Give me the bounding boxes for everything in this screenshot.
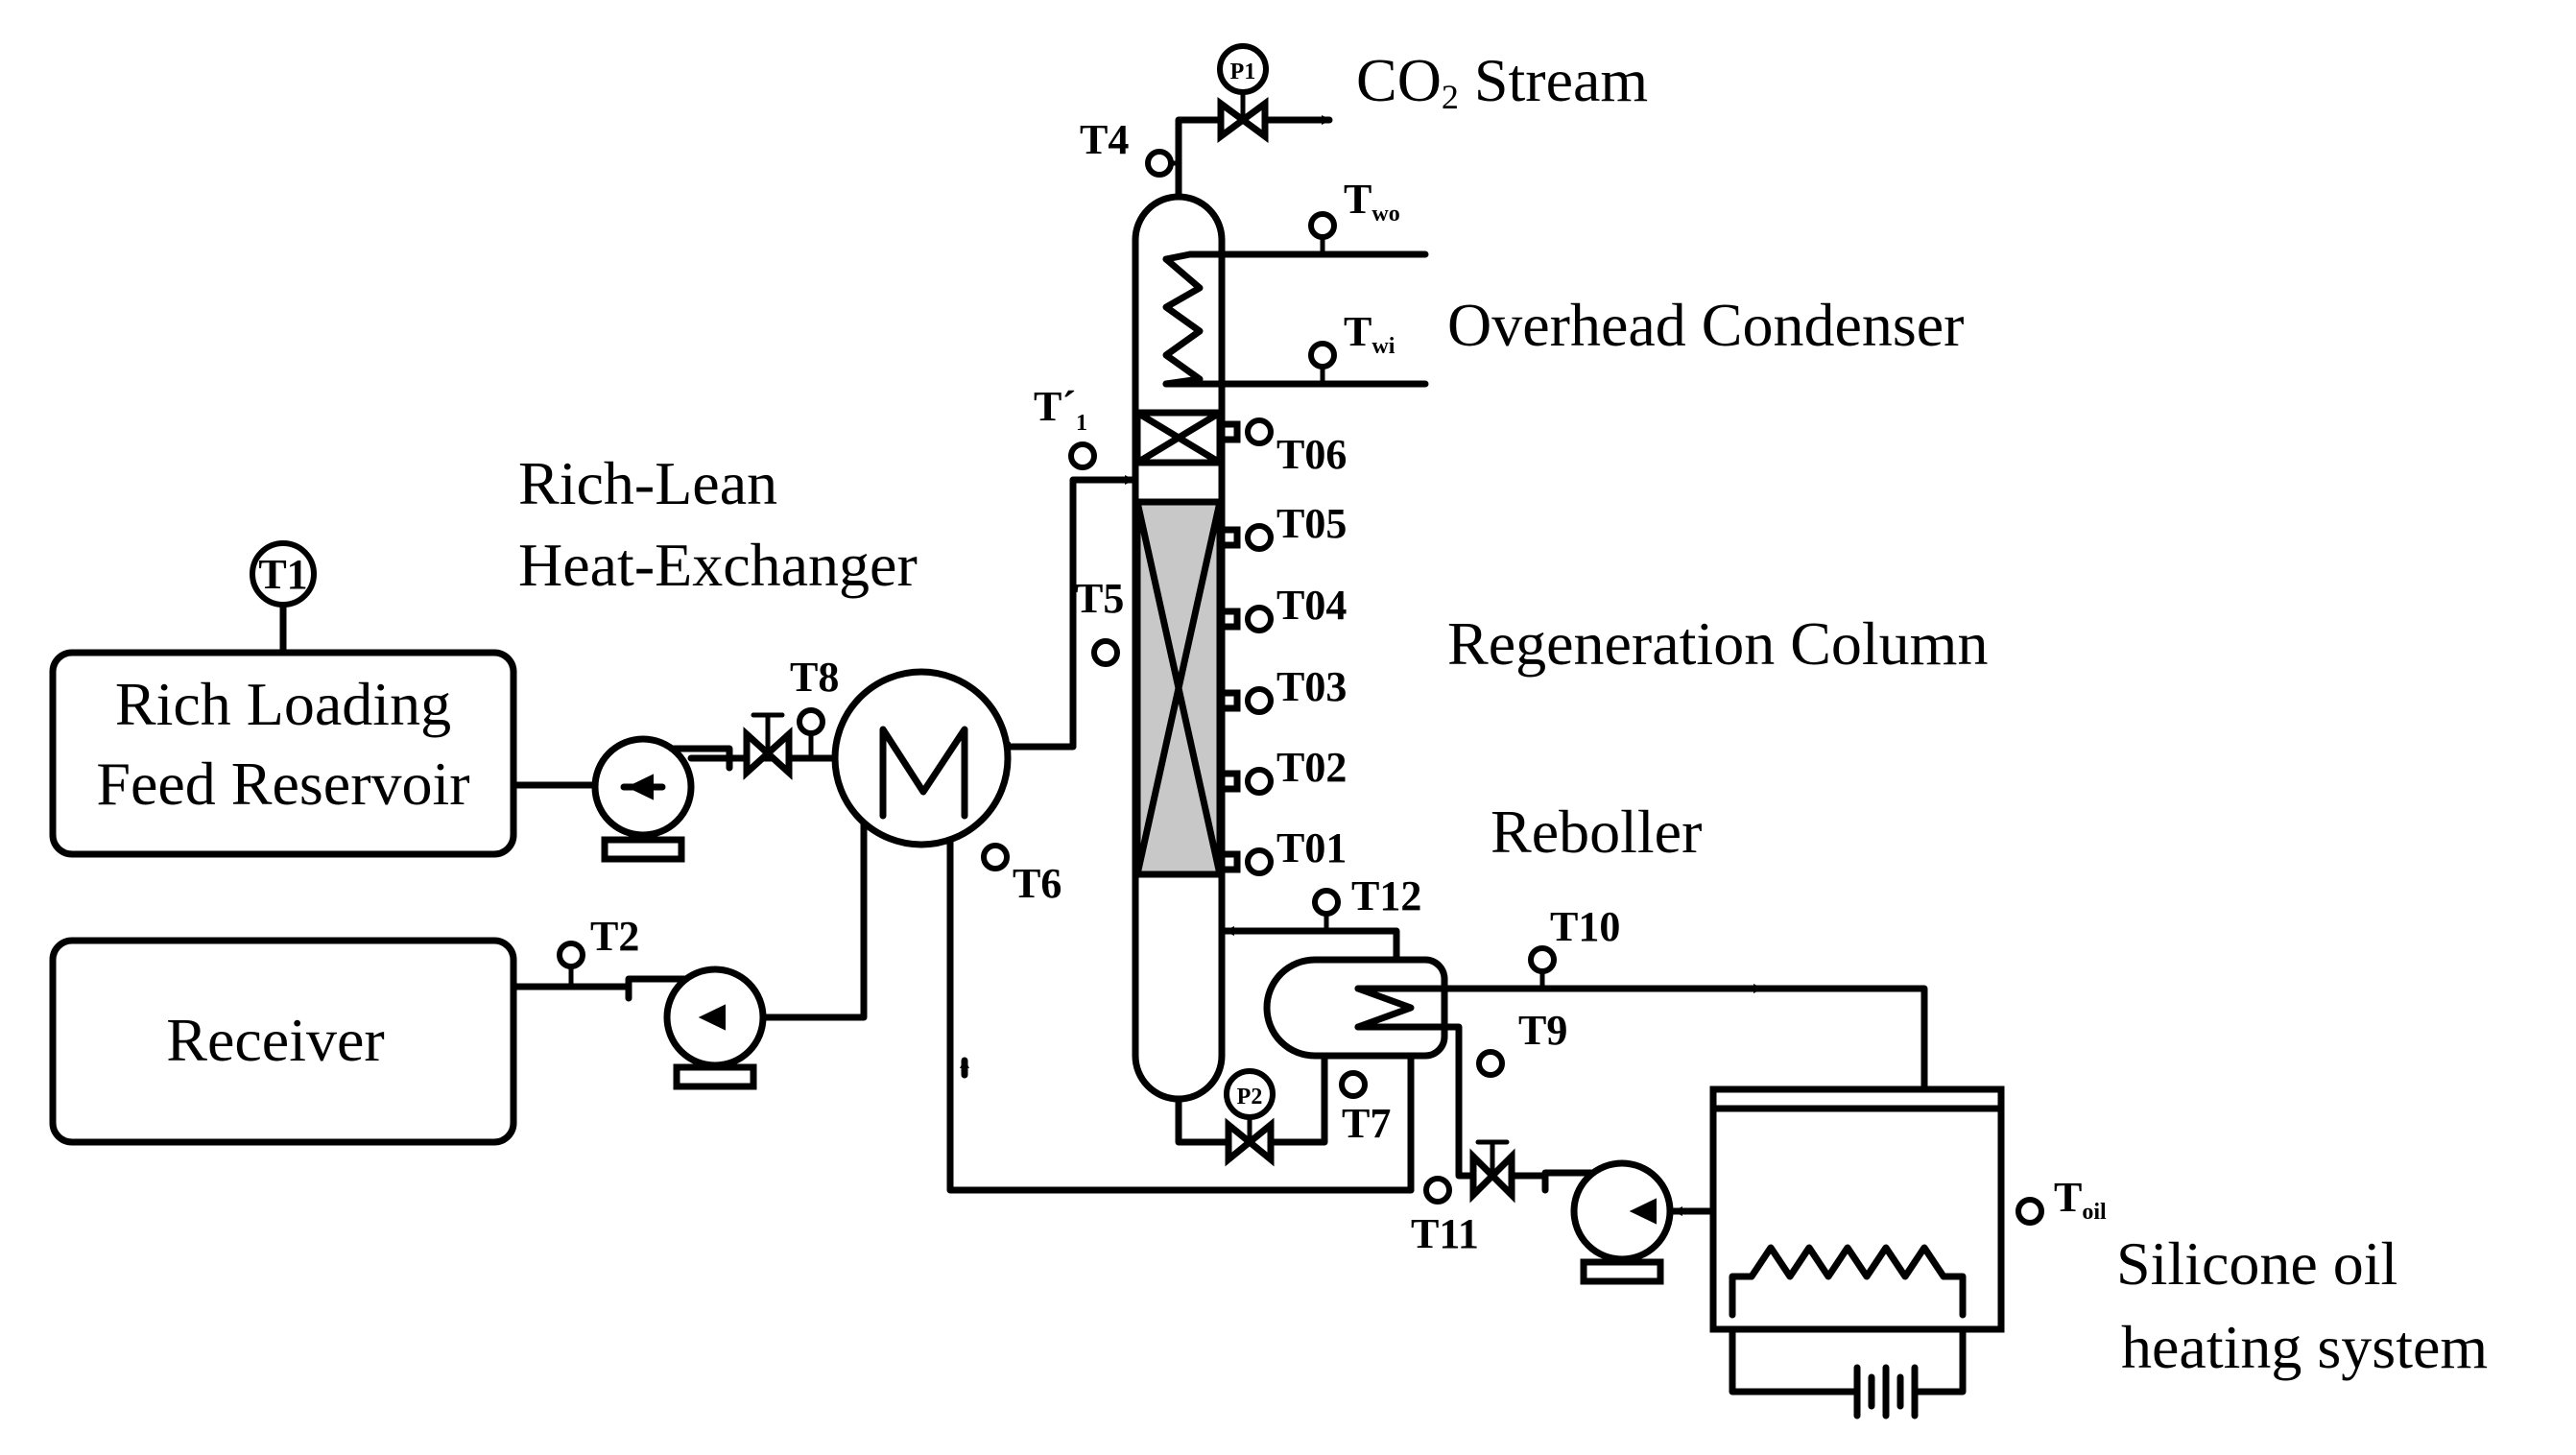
- tag-t10: T10: [1550, 903, 1620, 950]
- silicone-oil-heater: [1709, 1085, 2005, 1419]
- pressure-gauge-p2: P2: [1224, 1068, 1276, 1120]
- silicone-oil-label-line2: heating system: [2121, 1313, 2488, 1381]
- tag-toil: Toil: [2054, 1174, 2107, 1225]
- feed-valve: [743, 712, 793, 780]
- tag-t11: T11: [1411, 1210, 1479, 1257]
- rich-loading-label-line1: Rich Loading: [115, 670, 451, 738]
- rich-lean-label-line2: Heat-Exchanger: [518, 531, 918, 599]
- tag-t06: T06: [1276, 431, 1347, 478]
- svg-text:T1: T1: [258, 551, 307, 598]
- tag-t12: T12: [1351, 872, 1421, 919]
- receiver-tank: [49, 937, 517, 1146]
- tag-t2: T2: [590, 913, 639, 960]
- oil-valve: [1469, 1139, 1515, 1204]
- receiver-label: Receiver: [166, 1006, 384, 1074]
- regeneration-column-label: Regeneration Column: [1447, 609, 1988, 678]
- pressure-gauge-p1: P1: [1217, 43, 1269, 95]
- silicone-oil-label-line1: Silicone oil: [2116, 1229, 2397, 1298]
- tag-t03: T03: [1276, 663, 1347, 710]
- bottoms-valve: [1225, 1115, 1275, 1167]
- co2-outlet-line: [1175, 88, 1333, 201]
- feed-pump: [591, 735, 733, 863]
- svg-text:P1: P1: [1230, 60, 1256, 84]
- lean-pump: [625, 966, 767, 1090]
- reboiler-label: Reboller: [1491, 798, 1702, 866]
- tag-t05: T05: [1276, 500, 1347, 547]
- oil-pump: [1541, 1159, 1674, 1285]
- tag-twi: Twi: [1344, 308, 1395, 359]
- tag-t6: T6: [1013, 860, 1061, 907]
- svg-text:P2: P2: [1237, 1085, 1263, 1109]
- reboiler: [1263, 956, 1448, 1060]
- tag-t9: T9: [1518, 1007, 1567, 1054]
- tag-two: Two: [1344, 176, 1400, 227]
- regeneration-column: [1132, 193, 1226, 1103]
- process-piping: [510, 475, 1928, 1216]
- condenser-coil: [1162, 255, 1204, 388]
- rich-loading-label-line2: Feed Reservoir: [96, 750, 469, 818]
- tag-t7: T7: [1342, 1100, 1391, 1147]
- thermometer-t1: T1: [250, 540, 317, 608]
- rich-lean-heat-exchanger: [831, 668, 1012, 848]
- tag-t1prime: T´1: [1034, 383, 1087, 436]
- tag-t02: T02: [1276, 744, 1347, 791]
- tag-t4: T4: [1080, 116, 1129, 163]
- overhead-condenser-label: Overhead Condenser: [1447, 291, 1964, 359]
- tag-t01: T01: [1276, 824, 1347, 871]
- tag-t5: T5: [1075, 575, 1124, 622]
- co2-stream-label: CO2 Stream: [1356, 46, 1648, 116]
- rich-lean-label-line1: Rich-Lean: [518, 449, 777, 517]
- tag-t8: T8: [790, 654, 839, 701]
- temperature-probes: [557, 149, 2044, 1226]
- condenser-water-lines: [1162, 250, 1429, 388]
- tag-t04: T04: [1276, 582, 1347, 629]
